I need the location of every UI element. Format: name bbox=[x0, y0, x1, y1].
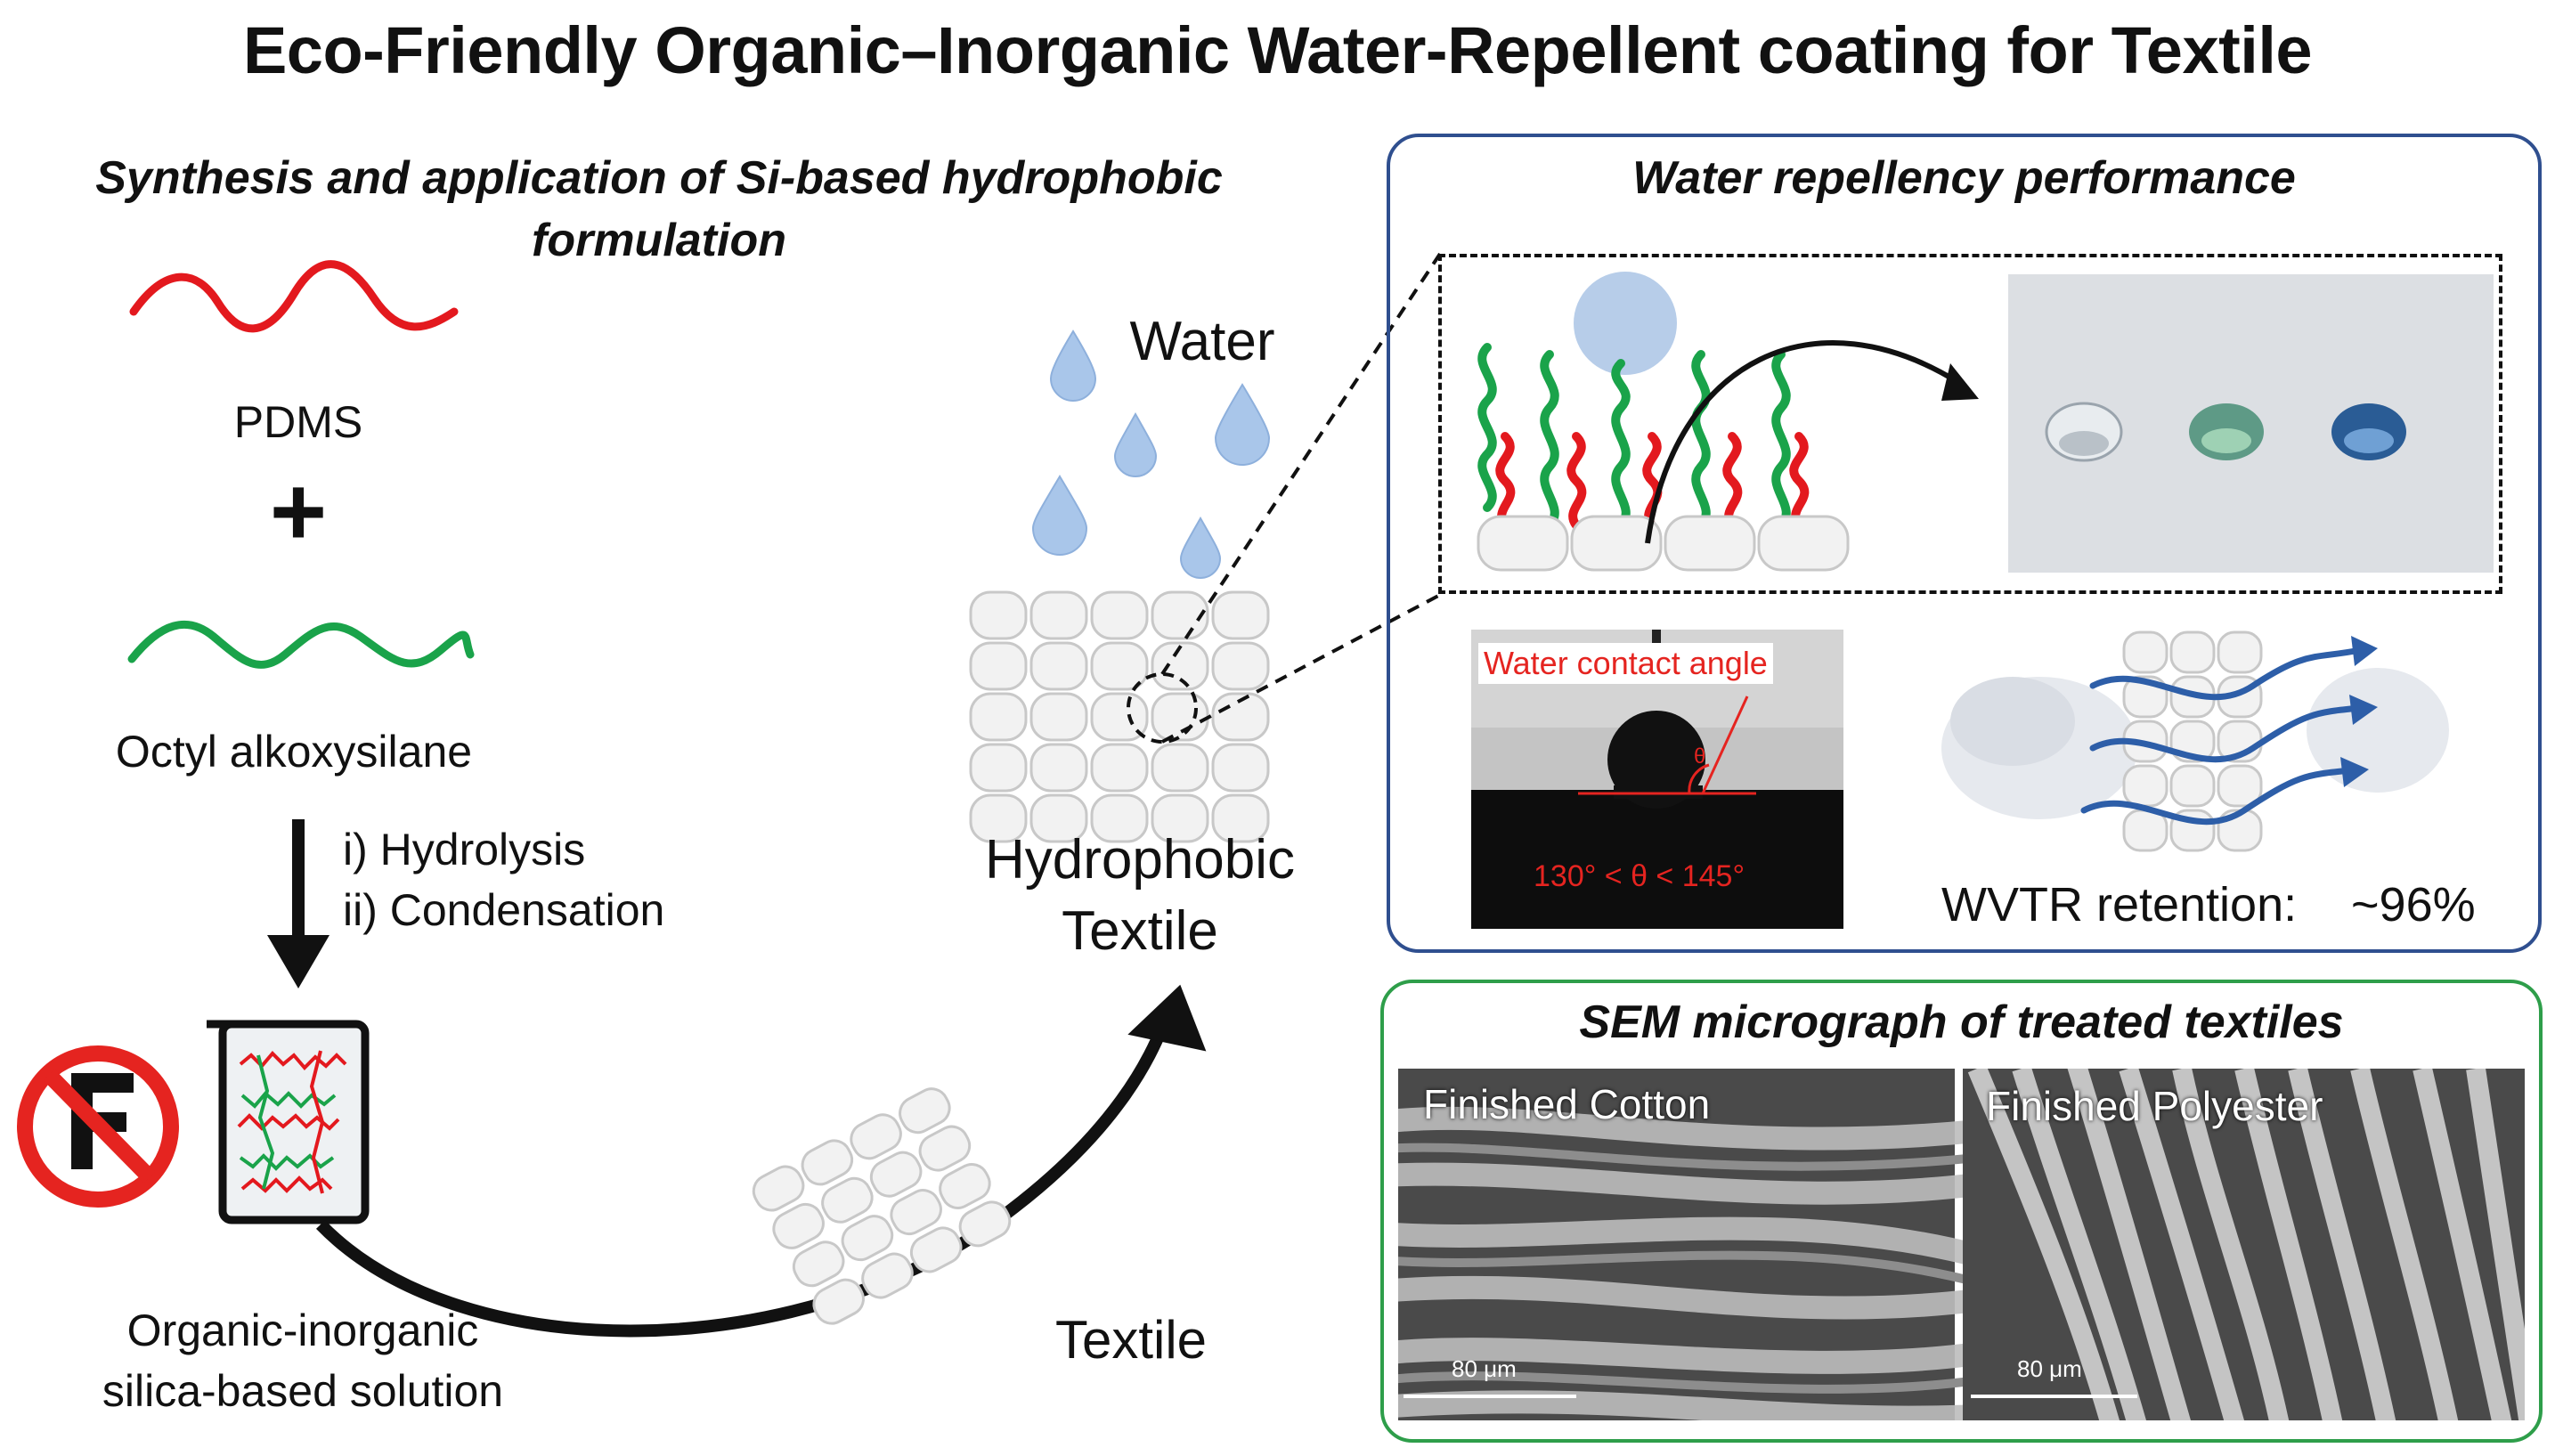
wvtr-label: WVTR retention: bbox=[1941, 878, 2298, 931]
performance-heading: Water repellency performance bbox=[1632, 152, 2296, 204]
beaker-icon bbox=[207, 1020, 370, 1224]
water-label: Water bbox=[1129, 311, 1275, 372]
sem-heading: SEM micrograph of treated textiles bbox=[1579, 996, 2344, 1048]
sem-cotton-label: Finished Cotton bbox=[1423, 1081, 1711, 1127]
droplet-photo bbox=[2008, 274, 2494, 573]
octyl-label: Octyl alkoxysilane bbox=[115, 727, 473, 777]
sem-polyester-scale: 80 μm bbox=[2017, 1355, 2082, 1382]
hydrophobic-label-line1: Hydrophobic bbox=[984, 829, 1296, 891]
wvtr-value: ~96% bbox=[2351, 878, 2476, 931]
hydrophobic-label-line2: Textile bbox=[1062, 900, 1218, 962]
sem-images bbox=[1398, 1069, 2525, 1420]
no-fluorine-icon bbox=[17, 1045, 179, 1208]
octyl-chain-icon bbox=[127, 620, 475, 669]
wvtr-schematic bbox=[1941, 630, 2449, 852]
theta-symbol: θ bbox=[1694, 744, 1705, 769]
step-condensation: ii) Condensation bbox=[343, 885, 665, 935]
hydrophobic-textile-icon bbox=[969, 590, 1270, 843]
performance-panel bbox=[1387, 134, 2542, 953]
sem-cotton-scale: 80 μm bbox=[1452, 1355, 1517, 1382]
solution-label-line1: Organic-inorganic bbox=[126, 1306, 479, 1355]
figure-title: Eco-Friendly Organic–Inorganic Water-Rep… bbox=[242, 13, 2313, 87]
sem-cotton-image bbox=[1398, 1069, 1981, 1420]
water-droplet-icons bbox=[1031, 329, 1271, 579]
step-hydrolysis: i) Hydrolysis bbox=[343, 825, 586, 874]
pdms-label: PDMS bbox=[233, 397, 363, 447]
surface-schematic bbox=[1477, 272, 2494, 573]
sem-panel bbox=[1380, 980, 2543, 1443]
plus-sign: + bbox=[269, 457, 328, 566]
textile-patch-icon bbox=[752, 1087, 1012, 1325]
contact-angle-label: Water contact angle bbox=[1478, 643, 1773, 684]
zoom-circle-icon bbox=[1127, 672, 1198, 744]
surface-inset bbox=[1438, 254, 2502, 594]
angle-range-text: 130° < θ < 145° bbox=[1534, 859, 1745, 893]
pdms-chain-icon bbox=[129, 260, 459, 333]
synthesis-heading: Synthesis and application of Si-based hy… bbox=[95, 152, 1223, 266]
textile-label: Textile bbox=[1054, 1310, 1208, 1370]
synthesis-graphics bbox=[17, 260, 1271, 1338]
solution-label-line2: silica-based solution bbox=[102, 1366, 504, 1416]
sem-polyester-label: Finished Polyester bbox=[1986, 1083, 2323, 1129]
sem-polyester-image bbox=[1963, 1069, 2525, 1420]
